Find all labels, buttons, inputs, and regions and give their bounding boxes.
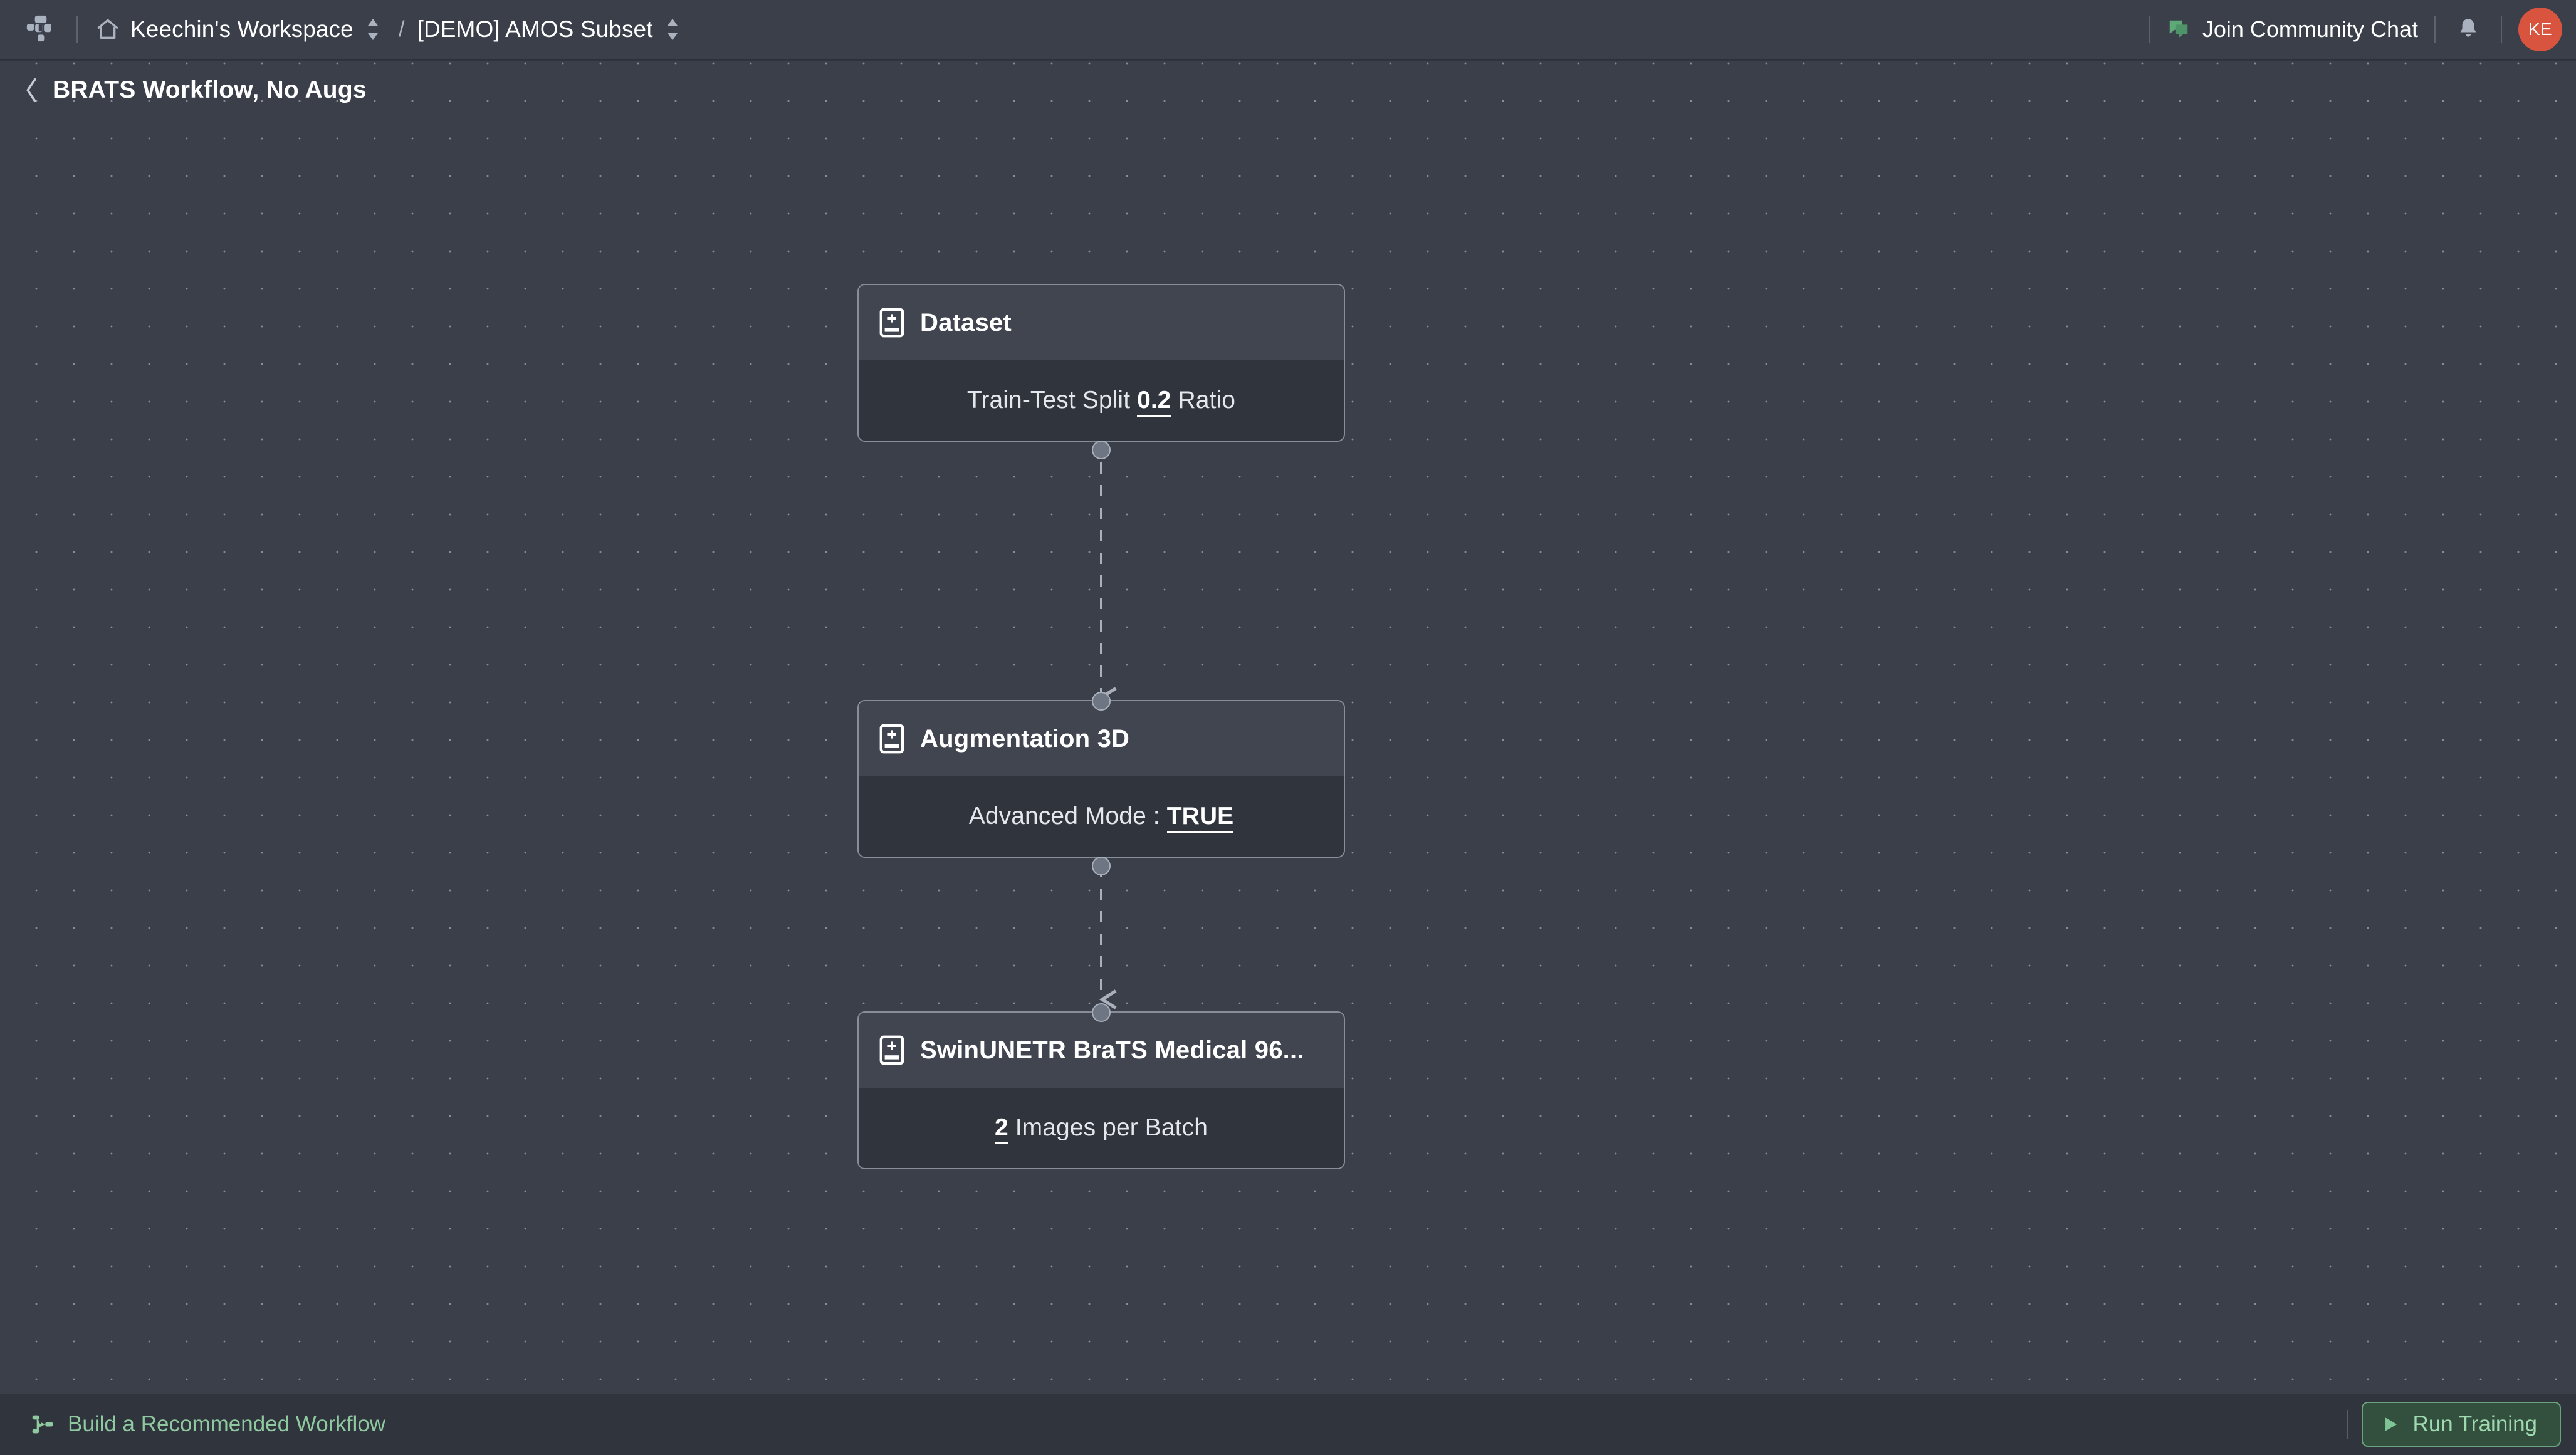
node-param-suffix: Images per Batch — [1015, 1114, 1208, 1141]
node-header-dataset[interactable]: Dataset — [859, 285, 1344, 360]
join-community-chat-label: Join Community Chat — [2202, 16, 2418, 42]
page-title-bar: BRATS Workflow, No Augs — [0, 61, 2576, 119]
header-divider-2 — [2148, 16, 2150, 43]
node-param-prefix: Advanced Mode : — [968, 803, 1160, 830]
node-param-value[interactable]: TRUE — [1166, 803, 1234, 833]
node-body-swinunetr: 2 Images per Batch — [859, 1088, 1344, 1168]
node-inner-dataset: Dataset Train-Test Split 0.2 Ratio — [859, 285, 1344, 441]
workflow-node-augmentation-3d[interactable]: Augmentation 3D Advanced Mode : TRUE — [857, 692, 1345, 875]
chat-bubble-icon — [2166, 17, 2191, 42]
breadcrumb-workspace-label[interactable]: Keechin's Workspace — [130, 16, 353, 42]
header-divider-3 — [2434, 16, 2436, 43]
workflow-node-logo-icon[interactable] — [21, 10, 60, 49]
avatar[interactable]: KE — [2518, 8, 2562, 51]
node-param-value[interactable]: 0.2 — [1137, 387, 1171, 417]
page-title: BRATS Workflow, No Augs — [53, 76, 367, 103]
node-param-augmentation-3d[interactable]: Advanced Mode : TRUE — [968, 803, 1234, 833]
top-header-bar: Keechin's Workspace / [DEMO] AMOS Subset — [0, 0, 2576, 60]
node-body-augmentation-3d: Advanced Mode : TRUE — [859, 776, 1344, 857]
node-inner-swinunetr: SwinUNETR BraTS Medical 96... 2 Images p… — [859, 1013, 1344, 1168]
workflow-canvas[interactable]: Dataset Train-Test Split 0.2 Ratio — [0, 61, 2576, 1394]
build-recommended-workflow-label: Build a Recommended Workflow — [68, 1412, 386, 1436]
header-actions-group: Join Community Chat KE — [2132, 8, 2562, 51]
node-body-dataset: Train-Test Split 0.2 Ratio — [859, 360, 1344, 441]
add-module-icon — [877, 723, 906, 754]
workflow-node-dataset[interactable]: Dataset Train-Test Split 0.2 Ratio — [857, 284, 1345, 459]
node-header-swinunetr[interactable]: SwinUNETR BraTS Medical 96... — [859, 1013, 1344, 1088]
node-input-port-augmentation-3d[interactable] — [1092, 692, 1111, 711]
node-title-augmentation-3d: Augmentation 3D — [920, 724, 1130, 753]
node-input-port-swinunetr[interactable] — [1092, 1003, 1111, 1022]
header-divider-4 — [2501, 16, 2502, 43]
node-output-port-dataset[interactable] — [1092, 441, 1111, 459]
bottom-right-group: Run Training — [2346, 1402, 2561, 1447]
breadcrumb-separator: / — [398, 17, 405, 41]
node-title-swinunetr: SwinUNETR BraTS Medical 96... — [920, 1036, 1304, 1064]
bottom-divider — [2346, 1410, 2348, 1439]
add-module-icon — [877, 1035, 906, 1066]
header-divider-1 — [76, 16, 78, 43]
run-training-label: Run Training — [2412, 1412, 2537, 1436]
node-header-augmentation-3d[interactable]: Augmentation 3D — [859, 701, 1344, 776]
workflow-suggest-icon — [29, 1411, 56, 1438]
node-output-port-augmentation-3d[interactable] — [1092, 857, 1111, 875]
node-param-prefix: Train-Test Split — [966, 387, 1131, 414]
bottom-action-bar: Build a Recommended Workflow Run Trainin… — [0, 1394, 2576, 1455]
chevron-up-down-icon[interactable] — [663, 16, 682, 43]
node-param-suffix: Ratio — [1178, 387, 1236, 414]
bell-icon[interactable] — [2452, 13, 2484, 46]
node-title-dataset: Dataset — [920, 308, 1012, 336]
chevron-left-icon[interactable] — [19, 76, 44, 105]
node-param-dataset[interactable]: Train-Test Split 0.2 Ratio — [966, 387, 1236, 417]
chevron-up-down-icon[interactable] — [364, 16, 382, 43]
build-recommended-workflow-button[interactable]: Build a Recommended Workflow — [29, 1411, 385, 1438]
add-module-icon — [877, 307, 906, 338]
node-param-value[interactable]: 2 — [995, 1114, 1008, 1144]
workflow-node-swinunetr[interactable]: SwinUNETR BraTS Medical 96... 2 Images p… — [857, 1003, 1345, 1169]
header-breadcrumb-group: Keechin's Workspace / [DEMO] AMOS Subset — [21, 10, 2132, 49]
run-training-button[interactable]: Run Training — [2361, 1402, 2561, 1447]
play-icon — [2382, 1415, 2401, 1434]
node-param-swinunetr[interactable]: 2 Images per Batch — [995, 1114, 1208, 1144]
breadcrumb-project-label[interactable]: [DEMO] AMOS Subset — [417, 16, 653, 42]
node-inner-augmentation-3d: Augmentation 3D Advanced Mode : TRUE — [859, 701, 1344, 857]
home-icon[interactable] — [94, 16, 122, 43]
join-community-chat-button[interactable]: Join Community Chat — [2166, 16, 2418, 43]
